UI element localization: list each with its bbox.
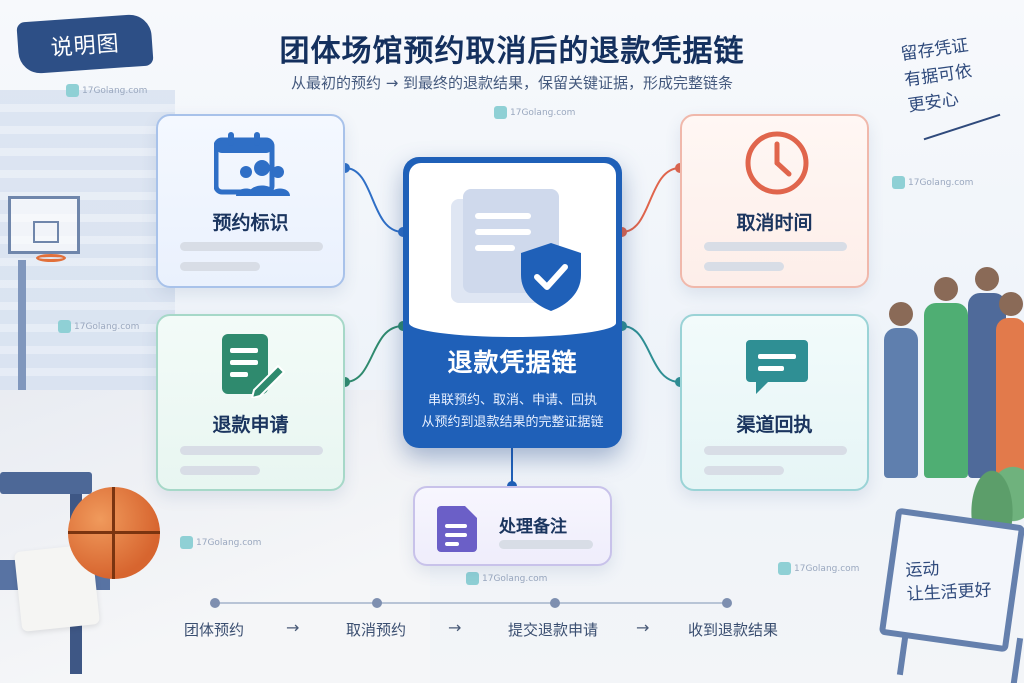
card-refund-request: 退款申请 bbox=[156, 314, 345, 491]
watermark-logo-icon bbox=[778, 562, 791, 575]
document-stack-icon bbox=[451, 189, 581, 311]
group-people-illustration bbox=[880, 267, 1024, 478]
card-label: 取消时间 bbox=[736, 212, 813, 234]
placeholder-bar bbox=[180, 466, 260, 475]
person-figure bbox=[884, 302, 918, 478]
note-icon bbox=[437, 506, 477, 552]
timeline-step-2: 取消预约 bbox=[346, 621, 407, 639]
timeline-step-3: 提交退款申请 bbox=[508, 621, 599, 639]
watermark: 17Golang.com bbox=[66, 84, 147, 97]
watermark-text: 17Golang.com bbox=[510, 107, 576, 118]
timeline-arrow: → bbox=[636, 618, 650, 637]
watermark: 17Golang.com bbox=[180, 536, 261, 549]
watermark: 17Golang.com bbox=[892, 176, 973, 189]
connector-booking bbox=[344, 167, 404, 233]
page-title: 团体场馆预约取消后的退款凭据链 bbox=[279, 34, 745, 69]
timeline-track bbox=[215, 602, 727, 604]
timeline-dot bbox=[550, 598, 560, 608]
card-label: 预约标识 bbox=[212, 212, 289, 234]
timeline-dot bbox=[210, 598, 220, 608]
center-desc-line-2: 从预约到退款结果的完整证据链 bbox=[421, 415, 604, 430]
center-desc-line-1: 串联预约、取消、申请、回执 bbox=[427, 393, 597, 408]
placeholder-bar bbox=[180, 262, 260, 271]
watermark: 17Golang.com bbox=[778, 562, 859, 575]
clock-icon bbox=[745, 131, 809, 195]
basketball-icon bbox=[68, 487, 160, 579]
page-subtitle: 从最初的预约 → 到最终的退款结果，保留关键证据，形成完整链条 bbox=[290, 74, 734, 92]
watermark-text: 17Golang.com bbox=[74, 321, 140, 332]
watermark-logo-icon bbox=[466, 572, 479, 585]
placeholder-bar bbox=[704, 242, 847, 251]
timeline-arrow: → bbox=[448, 618, 462, 637]
card-processing-note: 处理备注 bbox=[413, 486, 612, 566]
backboard-illustration bbox=[8, 196, 80, 254]
watermark-logo-icon bbox=[494, 106, 507, 119]
center-title: 退款凭据链 bbox=[447, 348, 578, 377]
watermark-text: 17Golang.com bbox=[482, 573, 548, 584]
center-card-refund-chain: 退款凭据链 串联预约、取消、申请、回执 从预约到退款结果的完整证据链 bbox=[403, 157, 622, 448]
watermark-logo-icon bbox=[58, 320, 71, 333]
placeholder-bar bbox=[704, 446, 847, 455]
card-label: 处理备注 bbox=[499, 517, 567, 537]
watermark-logo-icon bbox=[892, 176, 905, 189]
card-channel-receipt: 渠道回执 bbox=[680, 314, 869, 491]
watermark-logo-icon bbox=[180, 536, 193, 549]
watermark: 17Golang.com bbox=[466, 572, 547, 585]
person-figure bbox=[924, 277, 968, 478]
placeholder-bar bbox=[499, 540, 593, 549]
connector-cancel-time bbox=[621, 167, 681, 233]
connector-channel-receipt bbox=[621, 325, 681, 383]
hoop-ring-illustration bbox=[36, 254, 66, 262]
bench-illustration bbox=[0, 472, 92, 494]
watermark-text: 17Golang.com bbox=[794, 563, 860, 574]
watermark-text: 17Golang.com bbox=[196, 537, 262, 548]
placeholder-bar bbox=[180, 242, 323, 251]
timeline-arrow: → bbox=[286, 618, 300, 637]
chat-bubble-icon bbox=[746, 340, 808, 394]
watermark: 17Golang.com bbox=[494, 106, 575, 119]
card-label: 渠道回执 bbox=[736, 414, 813, 436]
timeline-step-1: 团体预约 bbox=[184, 621, 245, 639]
timeline-dot bbox=[372, 598, 382, 608]
placeholder-bar bbox=[704, 466, 784, 475]
placeholder-bar bbox=[180, 446, 323, 455]
watermark-text: 17Golang.com bbox=[82, 85, 148, 96]
card-label: 退款申请 bbox=[212, 414, 289, 436]
plant-illustration bbox=[968, 440, 1024, 530]
document-edit-icon bbox=[222, 334, 286, 398]
calendar-people-icon bbox=[214, 132, 290, 196]
hoop-pole-illustration bbox=[18, 260, 26, 390]
watermark-text: 17Golang.com bbox=[908, 177, 974, 188]
placeholder-bar bbox=[704, 262, 784, 271]
card-booking-id: 预约标识 bbox=[156, 114, 345, 288]
timeline-step-4: 收到退款结果 bbox=[688, 621, 779, 639]
timeline-dot bbox=[722, 598, 732, 608]
card-cancel-time: 取消时间 bbox=[680, 114, 869, 288]
watermark: 17Golang.com bbox=[58, 320, 139, 333]
connector-refund-request bbox=[344, 325, 404, 383]
shield-check-icon bbox=[521, 243, 581, 311]
watermark-logo-icon bbox=[66, 84, 79, 97]
